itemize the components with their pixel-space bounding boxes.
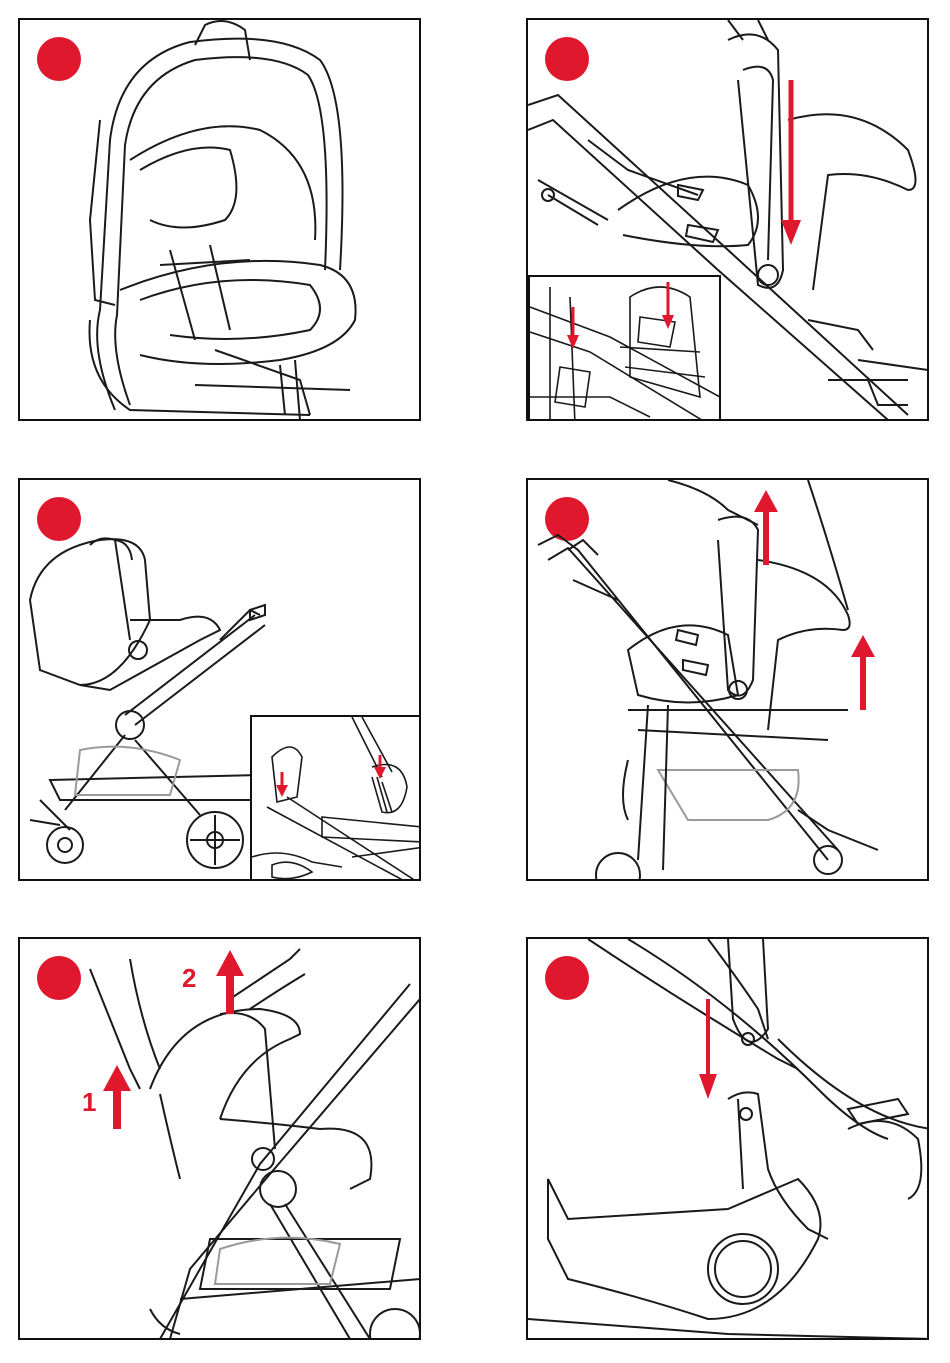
illustration-carrier-handle [20,20,421,421]
arrow-up-icon [528,480,929,881]
panel-2 [526,18,929,421]
arrow-up-icon [20,939,421,1340]
panel-6 [526,937,929,1340]
panel-4 [526,478,929,881]
inset-detail-2 [528,275,721,421]
panel-1 [18,18,421,421]
arrow-down-icon [530,277,721,421]
arrow-down-icon [252,717,421,881]
inset-detail-3 [250,715,421,881]
panel-3 [18,478,421,881]
step-label-1: 1 [82,1087,96,1118]
step-label-2: 2 [182,963,196,994]
arrow-down-icon [528,939,929,1340]
panel-5: 1 2 [18,937,421,1340]
